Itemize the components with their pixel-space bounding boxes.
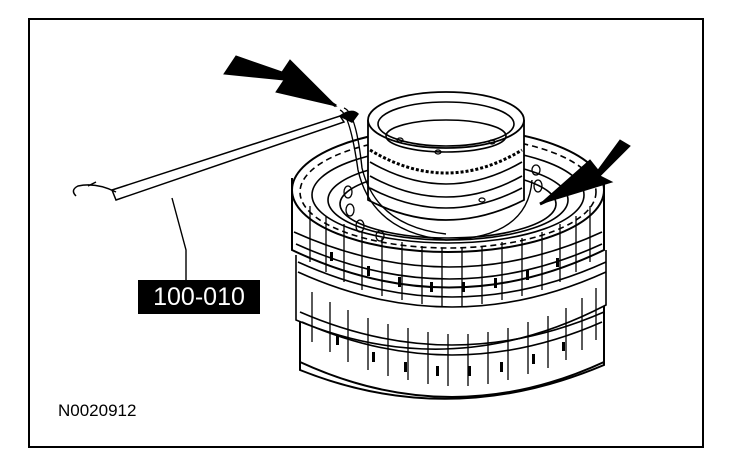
snap-ring-pick-tool: [72, 110, 359, 201]
bold-pointer-arrow: [539, 139, 631, 206]
callout-leader: [171, 197, 187, 282]
tool-number-label: 100-010: [138, 280, 260, 314]
bold-pointer-arrow: [223, 55, 338, 108]
figure-id-label: N0020912: [58, 401, 137, 420]
clutch-drum-assembly: [291, 91, 607, 400]
figure-frame: [28, 18, 704, 448]
